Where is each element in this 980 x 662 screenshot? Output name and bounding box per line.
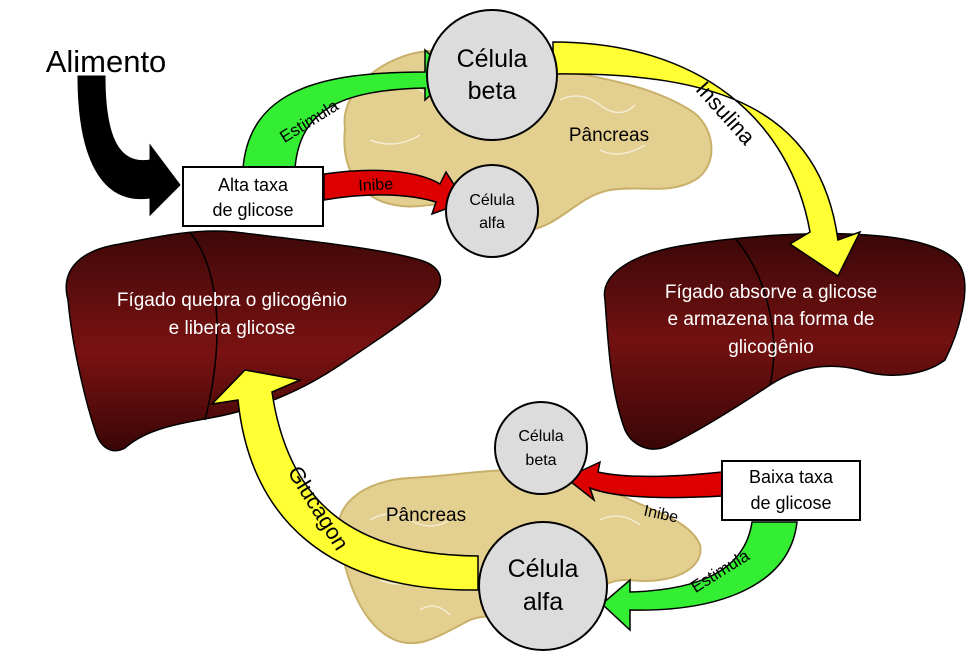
food-arrow: Alimento	[46, 44, 181, 217]
top-beta-cell: Célula beta	[426, 9, 558, 141]
liver-left-shape	[65, 230, 442, 452]
low-glucose-box: Baixa taxa de glicose	[721, 460, 861, 521]
high-glucose-box: Alta taxa de glicose	[182, 166, 324, 227]
liver-left-text-line1: Fígado quebra o glicogênio	[117, 290, 347, 311]
inhibit-label-bottom: Inibe	[642, 503, 680, 527]
bottom-beta-cell-line1: Célula	[518, 428, 563, 445]
liver-right-shape	[603, 232, 966, 450]
bottom-alpha-cell: Célula alfa	[478, 521, 608, 651]
high-glucose-line1: Alta taxa	[218, 175, 289, 195]
top-beta-cell-line1: Célula	[457, 45, 528, 73]
bottom-pancreas-label: Pâncreas	[386, 505, 466, 526]
inhibit-label-top: Inibe	[358, 176, 394, 195]
high-glucose-line2: de glicose	[212, 200, 293, 220]
inhibit-arrow-bottom: Inibe	[564, 460, 723, 527]
top-pancreas-label: Pâncreas	[569, 125, 649, 146]
inhibit-arrow-top: Inibe	[323, 169, 467, 216]
food-label: Alimento	[46, 44, 167, 79]
bottom-beta-cell: Célula beta	[494, 401, 588, 495]
liver-right-text-line1: Fígado absorve a glicose	[665, 282, 877, 303]
top-alpha-cell-line1: Célula	[469, 192, 514, 209]
top-beta-cell-line2: beta	[468, 77, 517, 105]
top-alpha-cell: Célula alfa	[445, 164, 539, 258]
low-glucose-line1: Baixa taxa	[749, 467, 834, 487]
bottom-alpha-cell-line2: alfa	[523, 588, 563, 616]
liver-left-text-line2: e libera glicose	[169, 318, 296, 339]
top-alpha-cell-line2: alfa	[479, 215, 505, 232]
bottom-beta-cell-line2: beta	[525, 452, 556, 469]
liver-right: Fígado absorve a glicose e armazena na f…	[603, 232, 966, 450]
food-arrow-icon	[77, 75, 181, 217]
liver-right-text-line3: glicogênio	[728, 337, 814, 358]
low-glucose-line2: de glicose	[750, 493, 831, 513]
bottom-alpha-cell-line1: Célula	[508, 555, 579, 583]
liver-left: Fígado quebra o glicogênio e libera glic…	[65, 230, 442, 452]
liver-right-text-line2: e armazena na forma de	[667, 309, 874, 330]
